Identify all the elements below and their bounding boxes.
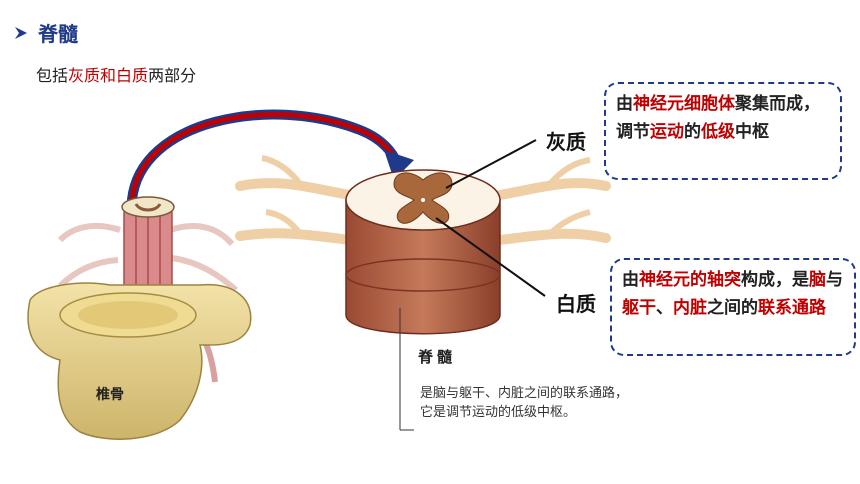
gray-matter-callout: 由神经元细胞体聚集而成，调节运动的低级中枢 xyxy=(604,82,842,180)
white-matter-callout: 由神经元的轴突构成，是脑与躯干、内脏之间的联系通路 xyxy=(610,258,856,356)
spine-note: 是脑与躯干、内脏之间的联系通路，它是调节运动的低级中枢。 xyxy=(420,386,629,420)
callout-highlight: 脑 xyxy=(809,270,826,290)
subtitle-pre: 包括 xyxy=(36,66,69,85)
callout-highlight: 低级 xyxy=(701,122,735,142)
callout-highlight: 神经元细胞体 xyxy=(633,94,735,114)
callout-text: 的 xyxy=(684,122,701,142)
gray-pointer xyxy=(445,139,537,189)
chevron-right-icon xyxy=(15,26,27,39)
page-title: 脊髓 xyxy=(38,22,78,46)
spine-caption: 脊髓 xyxy=(418,348,457,366)
subtitle: 包括灰质和白质两部分 xyxy=(36,62,196,86)
white-pointer xyxy=(435,217,546,297)
callout-text: 聚集而成，调节 xyxy=(616,94,820,142)
callout-text: 中枢 xyxy=(735,122,769,142)
callout-highlight: 联系通路 xyxy=(758,298,826,318)
callout-text: 由 xyxy=(616,94,633,114)
subtitle-white-matter: 白质 xyxy=(116,66,149,85)
subtitle-and: 和 xyxy=(100,66,117,85)
vertebra-label: 椎骨 xyxy=(96,387,124,403)
callout-text: 与 xyxy=(826,270,843,290)
callout-highlight: 运动 xyxy=(650,122,684,142)
section-title: 脊髓 xyxy=(12,18,78,47)
spinal-cord-section xyxy=(235,139,611,431)
callout-highlight: 内脏 xyxy=(673,298,707,318)
callout-text: 由 xyxy=(622,270,639,290)
callout-text: 、 xyxy=(656,298,673,318)
gray-matter-label: 灰质 xyxy=(546,130,586,154)
subtitle-gray-matter: 灰质 xyxy=(68,66,101,85)
white-matter-label: 白质 xyxy=(556,292,596,316)
callout-text: 之间的 xyxy=(707,298,758,318)
vertebra-spine xyxy=(27,196,252,440)
callout-text: 构成，是 xyxy=(741,270,809,290)
callout-highlight: 躯干 xyxy=(622,298,656,318)
subtitle-post: 两部分 xyxy=(148,66,197,85)
callout-highlight: 神经元的轴突 xyxy=(639,270,741,290)
